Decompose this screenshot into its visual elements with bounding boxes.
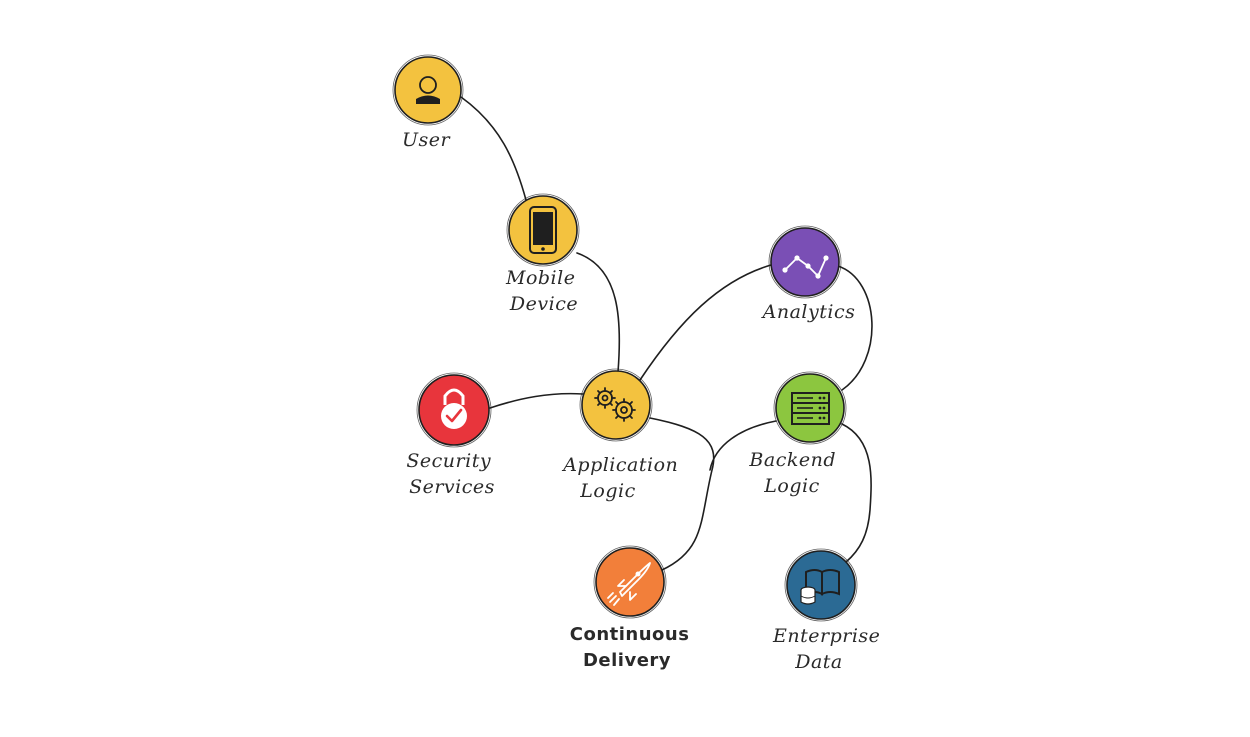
edge-mobile-app [576,252,621,373]
node-mobile-label-line-1: Mobile [505,267,575,289]
node-backend-label: Backend Logic [748,449,842,497]
node-user[interactable]: User [392,54,464,151]
edge-user-mobile [460,96,527,201]
node-delivery-label: Continuous Delivery [570,624,696,671]
node-app-label-line-1: Application [561,454,678,476]
edge-app-delivery [649,417,715,571]
node-analytics-circle [770,227,840,297]
node-enterprise-label-line-2: Data [794,651,843,673]
node-app-label-line-2: Logic [579,480,635,502]
rocket-icon [607,562,651,606]
padlock-icon [441,388,467,429]
edge-backend-enterprise [841,423,872,563]
node-security-services[interactable]: Security Services [406,372,497,498]
node-continuous-delivery[interactable]: Continuous Delivery [570,545,696,671]
person-icon [416,76,440,104]
node-user-label-line-1: User [402,129,452,151]
server-rack-icon [791,392,830,425]
node-security-label: Security Services [406,450,497,498]
smartphone-icon [529,206,557,254]
node-mobile-label-line-2: Device [509,293,578,315]
node-analytics-label: Analytics [761,301,856,323]
node-enterprise-label: Enterprise Data [772,625,887,673]
node-backend-logic[interactable]: Backend Logic [748,371,847,497]
edge-backend-delivery [709,420,777,471]
node-delivery-label-line-1: Continuous [570,624,690,645]
node-analytics[interactable]: Analytics [761,225,856,323]
line-chart-icon [782,255,829,279]
node-analytics-label-line-1: Analytics [761,301,856,323]
node-app-circle [581,370,651,440]
edge-app-analytics [639,264,772,381]
node-security-label-line-1: Security [406,450,491,472]
gears-icon [594,387,636,422]
edges [460,96,873,571]
node-mobile-device[interactable]: Mobile Device [505,193,582,315]
node-backend-label-line-2: Logic [763,475,819,497]
node-enterprise-data[interactable]: Enterprise Data [772,548,887,673]
node-application-logic[interactable]: Application Logic [561,368,685,502]
edge-analytics-backend [837,265,873,391]
book-database-icon [800,569,840,605]
node-user-label: User [402,129,452,151]
node-mobile-label: Mobile Device [505,267,582,315]
node-backend-label-line-1: Backend [748,449,836,471]
node-delivery-label-line-2: Delivery [583,650,671,671]
node-app-label: Application Logic [561,454,685,502]
node-enterprise-label-line-1: Enterprise [772,625,880,647]
node-security-label-line-2: Services [409,476,495,498]
node-user-circle [394,56,462,124]
edge-security-app [489,392,584,409]
